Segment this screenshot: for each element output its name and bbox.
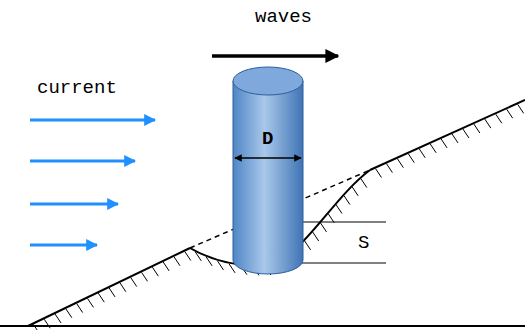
hatch-stroke xyxy=(386,164,392,173)
hatch-stroke xyxy=(229,264,235,273)
current-arrow xyxy=(30,203,118,206)
hatch-stroke xyxy=(397,159,403,168)
seabed-slope xyxy=(370,100,525,170)
seabed-slope xyxy=(28,248,190,326)
hatch-stroke xyxy=(441,139,447,148)
dimension-arrow xyxy=(235,157,301,159)
hatch-stroke xyxy=(120,283,126,292)
wave-label: waves xyxy=(255,8,312,27)
hatch-stroke xyxy=(320,223,326,232)
hatch-stroke xyxy=(185,252,191,261)
cylinder-body xyxy=(233,81,303,274)
hatch-stroke xyxy=(463,129,469,138)
pile-cylinder: D xyxy=(232,66,304,278)
hatch-stroke xyxy=(98,293,104,302)
hatch-stroke xyxy=(352,187,358,196)
hatch-stroke xyxy=(55,314,61,323)
hatch-stroke xyxy=(87,298,93,307)
current-arrow xyxy=(30,119,155,122)
hatch-stroke xyxy=(77,304,83,313)
hatch-stroke xyxy=(66,309,72,318)
hatch-stroke xyxy=(313,232,319,241)
hatch-stroke xyxy=(305,241,311,250)
hatch-stroke xyxy=(142,272,148,281)
hatch-stroke xyxy=(507,109,513,118)
hatch-stroke xyxy=(174,257,180,266)
hatch-stroke xyxy=(336,205,342,214)
cylinder-shape xyxy=(232,66,304,278)
hatch-stroke xyxy=(452,134,458,143)
dimension-label: D xyxy=(262,130,273,149)
hatch-stroke xyxy=(408,154,414,163)
dimension-label: S xyxy=(358,234,369,253)
base-line xyxy=(0,325,525,327)
hatch-stroke xyxy=(375,169,381,178)
hatch-stroke xyxy=(344,196,350,205)
hatch-stroke xyxy=(430,144,436,153)
hatch-stroke xyxy=(163,262,169,271)
hatch-stroke xyxy=(361,179,367,188)
current-arrow xyxy=(30,244,97,247)
current-arrow xyxy=(30,160,135,163)
current-label: current xyxy=(37,79,117,98)
hatch-stroke xyxy=(109,288,115,297)
cylinder-top xyxy=(233,67,303,95)
hatch-stroke xyxy=(131,278,137,287)
hatch-stroke xyxy=(496,114,502,123)
hatch-stroke xyxy=(485,119,491,128)
wave-arrow xyxy=(212,54,338,58)
hatch-stroke xyxy=(328,214,334,223)
hatch-stroke xyxy=(419,149,425,158)
hatch-stroke xyxy=(518,104,524,113)
hatch-stroke xyxy=(474,124,480,133)
hatch-stroke xyxy=(152,267,158,276)
